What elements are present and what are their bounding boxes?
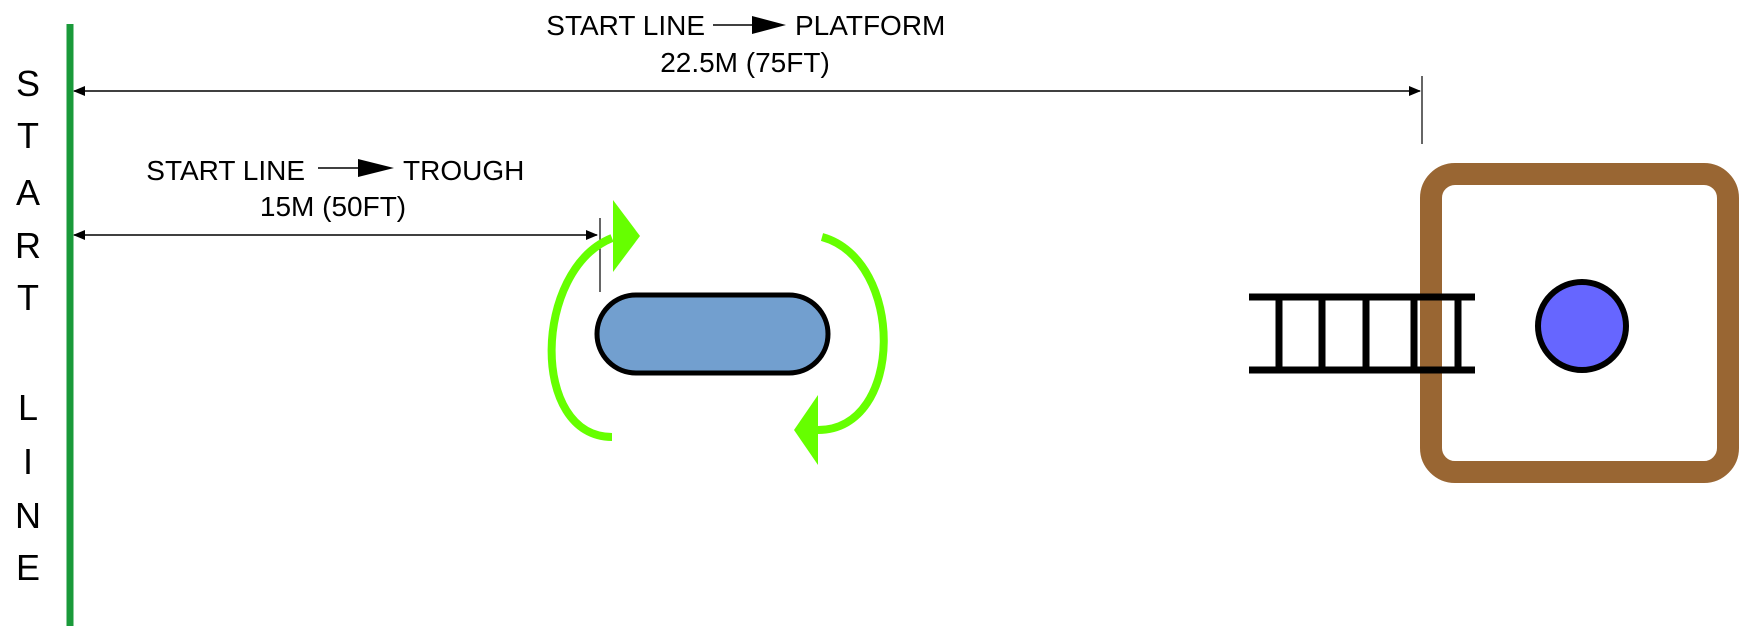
- arrow-right-icon: [318, 159, 394, 177]
- start-line-label: S T A R T L I N E: [15, 63, 41, 588]
- start-line-letter: I: [23, 441, 33, 482]
- start-line-letter: S: [16, 63, 40, 104]
- rotate-icon: [547, 200, 888, 465]
- platform-dimension: START LINE PLATFORM 22.5M (75FT): [73, 10, 1423, 144]
- platform-target: [1535, 279, 1629, 373]
- platform-dimension-to-label: PLATFORM: [795, 10, 945, 41]
- trough-distance-label: 15M (50FT): [260, 191, 406, 222]
- start-line-letter: T: [17, 277, 39, 318]
- start-line-letter: A: [16, 172, 40, 213]
- trough-dimension-to-label: TROUGH: [403, 155, 524, 186]
- trough-dimension-from-label: START LINE: [146, 155, 305, 186]
- platform-frame: [1420, 163, 1739, 483]
- ladder-icon: [1249, 293, 1475, 374]
- arrow-right-icon: [713, 16, 786, 34]
- platform-distance-label: 22.5M (75FT): [660, 47, 830, 78]
- start-line-letter: E: [16, 547, 40, 588]
- platform-dimension-from-label: START LINE: [546, 10, 705, 41]
- water-trough: [594, 292, 831, 376]
- start-line-letter: N: [15, 495, 41, 536]
- start-line-letter: T: [17, 115, 39, 156]
- trough-dimension: START LINE TROUGH 15M (50FT): [73, 155, 601, 292]
- start-line-letter: R: [15, 225, 41, 266]
- start-line-letter: L: [18, 387, 38, 428]
